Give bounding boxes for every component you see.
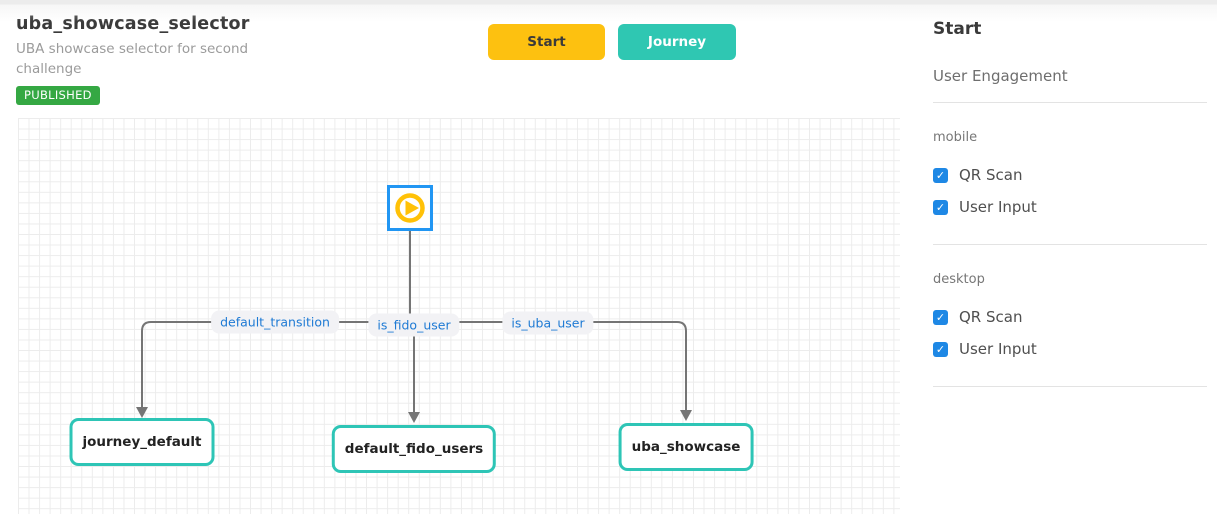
status-badge: PUBLISHED [16, 86, 100, 105]
properties-sidebar: Start User Engagement mobile ✓ QR Scan ✓… [933, 0, 1207, 387]
checkbox-row-desktop-user-input[interactable]: ✓ User Input [933, 340, 1207, 358]
checkbox-row-mobile-qr-scan[interactable]: ✓ QR Scan [933, 166, 1207, 184]
flow-node-uba-showcase[interactable]: uba_showcase [618, 423, 754, 471]
section-mobile: mobile ✓ QR Scan ✓ User Input [933, 130, 1207, 245]
flow-start-node[interactable] [387, 185, 433, 231]
section-label-desktop: desktop [933, 272, 985, 287]
divider [933, 386, 1207, 387]
start-button[interactable]: Start [488, 24, 605, 60]
divider [933, 244, 1207, 245]
divider [933, 102, 1207, 103]
checkbox-label: QR Scan [959, 308, 1023, 326]
section-desktop: desktop ✓ QR Scan ✓ User Input [933, 272, 1207, 387]
section-label-mobile: mobile [933, 130, 978, 145]
sidebar-subtitle: User Engagement [933, 67, 1068, 85]
checkbox-checked-icon[interactable]: ✓ [933, 199, 948, 215]
flow-node-journey-default[interactable]: journey_default [69, 418, 215, 466]
journey-button[interactable]: Journey [618, 24, 736, 60]
play-icon [395, 193, 425, 223]
edge-label-default-transition[interactable]: default_transition [211, 310, 339, 334]
checkbox-label: User Input [959, 198, 1037, 216]
page-title: uba_showcase_selector [16, 14, 250, 34]
checkbox-checked-icon[interactable]: ✓ [933, 309, 948, 325]
checkbox-checked-icon[interactable]: ✓ [933, 167, 948, 183]
header: uba_showcase_selector UBA showcase selec… [16, 14, 261, 105]
checkbox-checked-icon[interactable]: ✓ [933, 341, 948, 357]
checkbox-row-desktop-qr-scan[interactable]: ✓ QR Scan [933, 308, 1207, 326]
edge-label-is-uba-user[interactable]: is_uba_user [502, 311, 594, 335]
page-subtitle: UBA showcase selector for second challen… [16, 41, 249, 77]
checkbox-row-mobile-user-input[interactable]: ✓ User Input [933, 198, 1207, 216]
sidebar-title: Start [933, 19, 982, 39]
flow-canvas[interactable]: default_transition is_fido_user is_uba_u… [18, 118, 900, 514]
edge-label-is-fido-user[interactable]: is_fido_user [368, 313, 460, 337]
flow-node-default-fido-users[interactable]: default_fido_users [331, 425, 497, 473]
checkbox-label: User Input [959, 340, 1037, 358]
checkbox-label: QR Scan [959, 166, 1023, 184]
